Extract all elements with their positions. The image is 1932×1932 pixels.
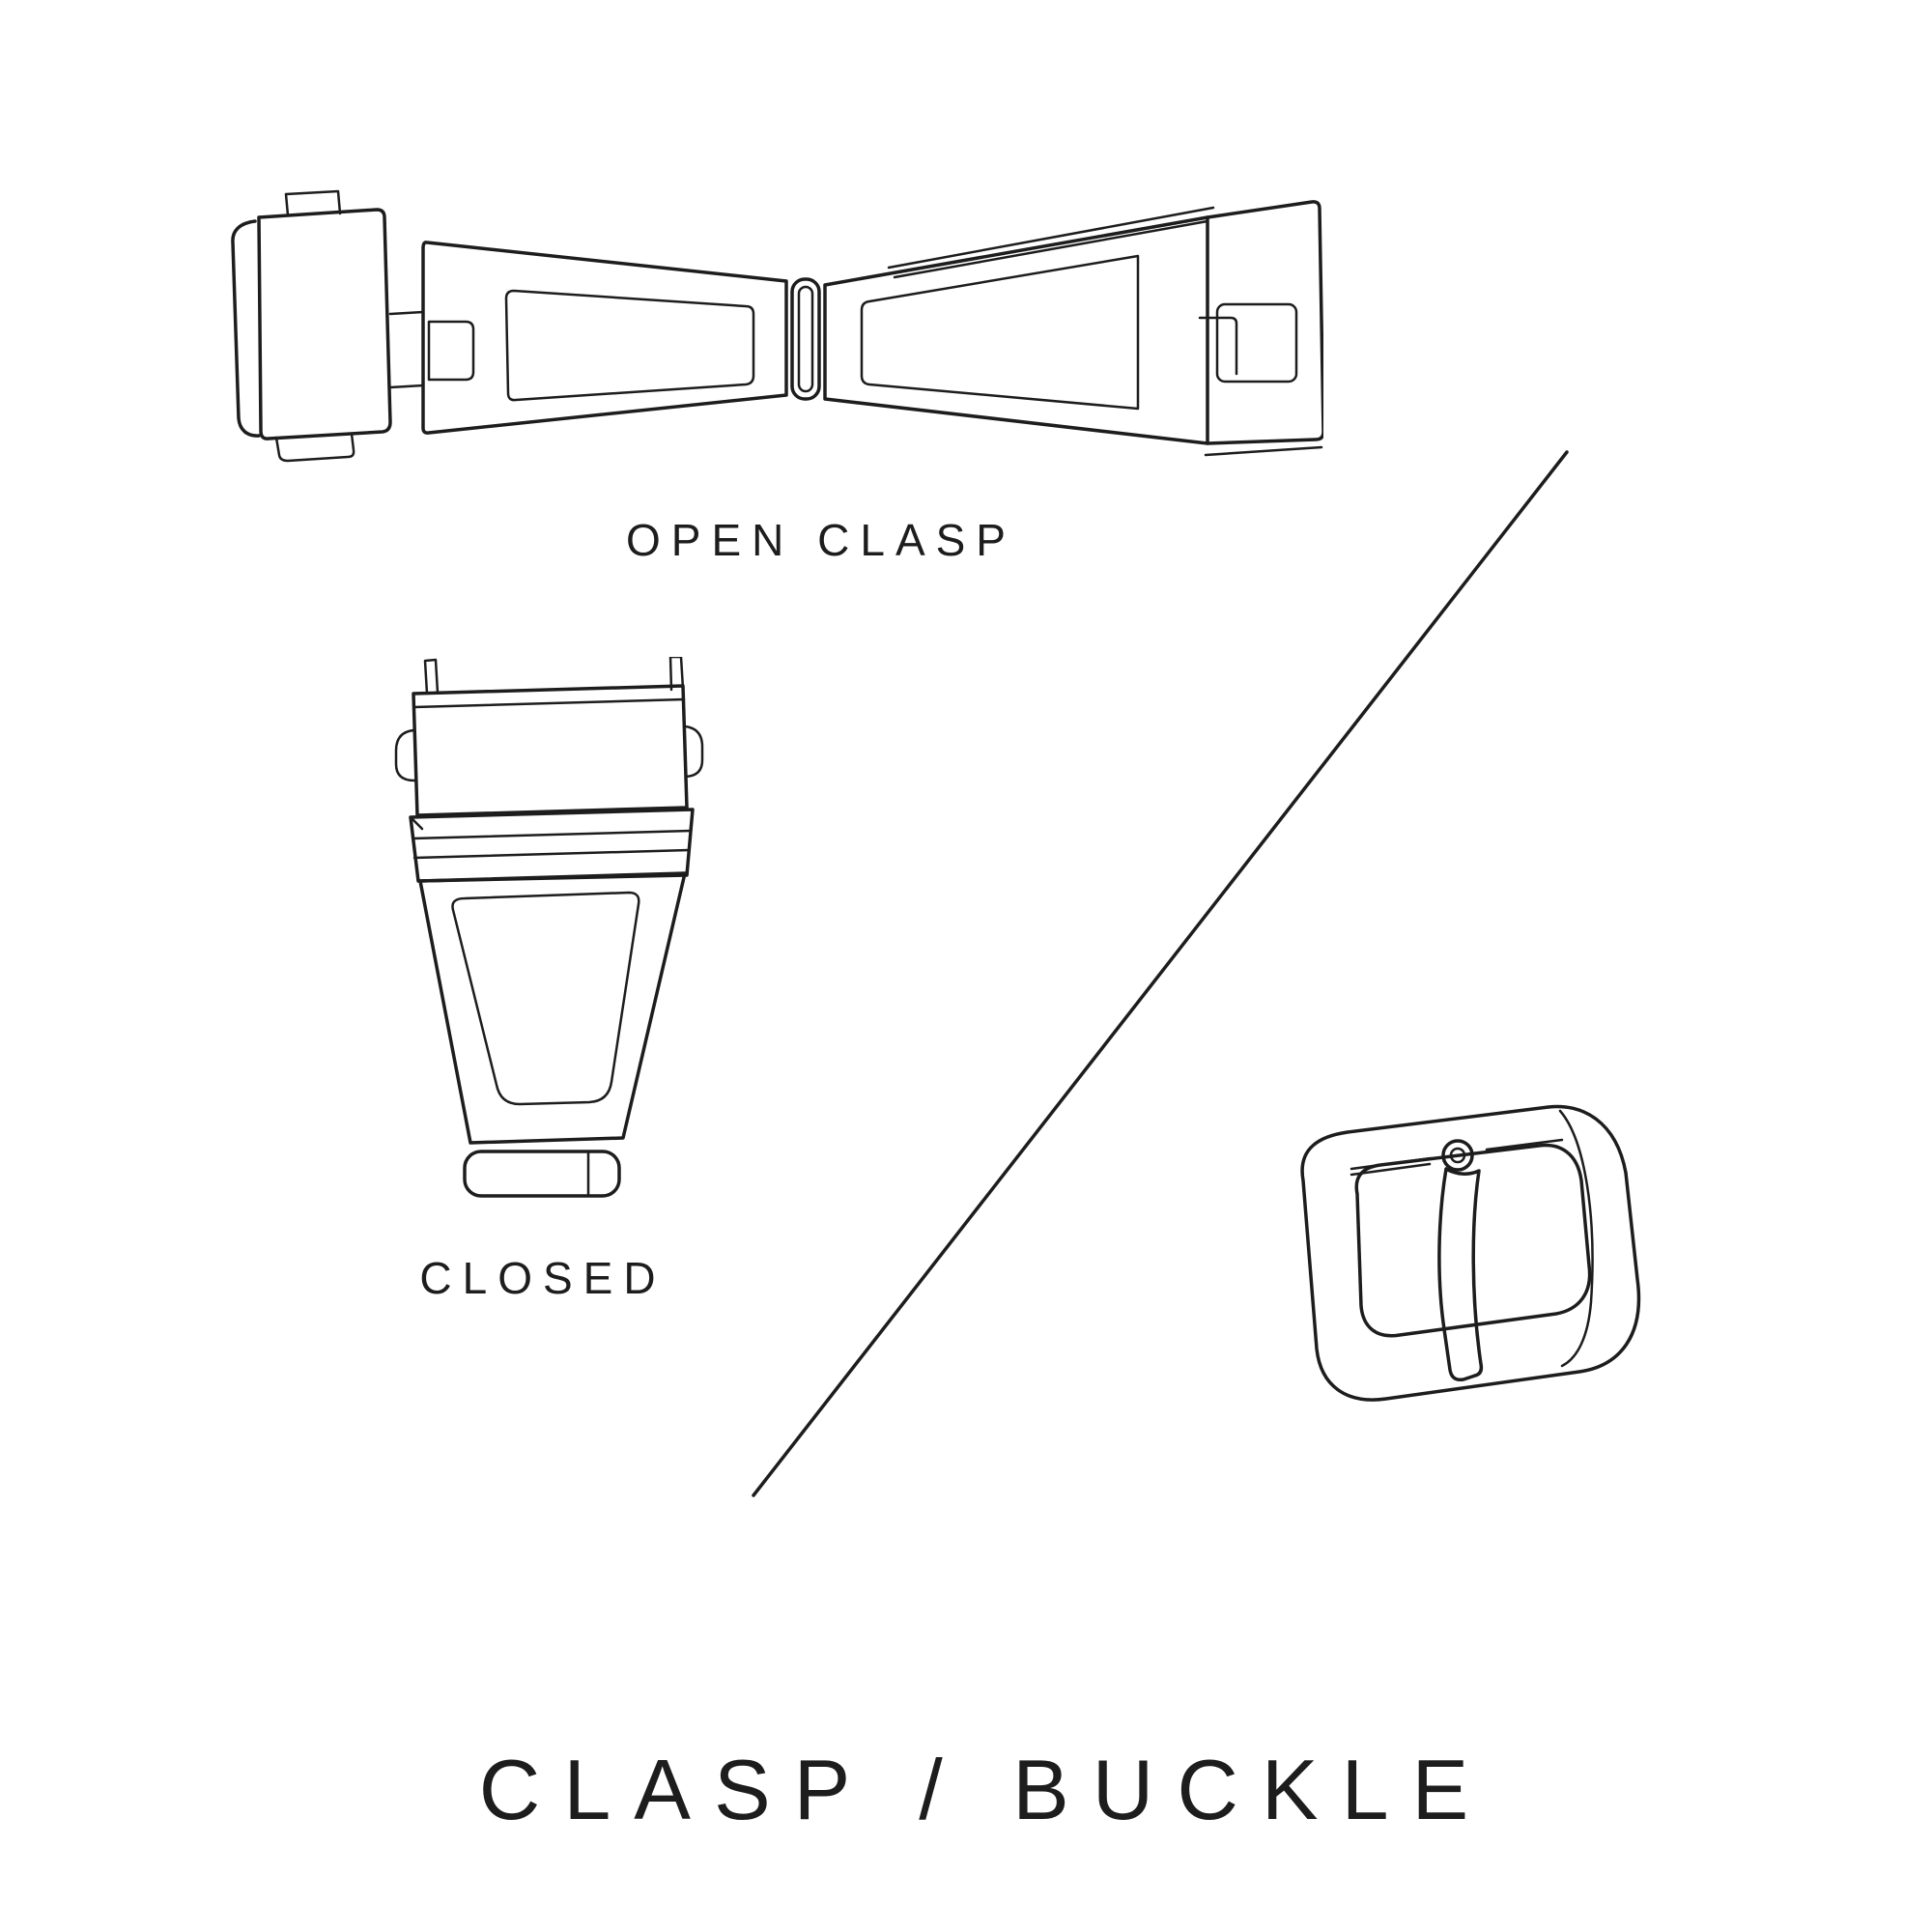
buckle-drawing: [1300, 1104, 1641, 1402]
closed-clasp-illustration: [382, 657, 710, 1217]
open-clasp-drawing: [231, 189, 1323, 463]
open-clasp-illustration: [213, 179, 1323, 497]
closed-label: CLOSED: [419, 1253, 667, 1303]
diagram-title: CLASP / BUCKLE: [478, 1742, 1492, 1837]
open-clasp-label: OPEN CLASP: [626, 515, 1016, 565]
buckle-illustration: [1241, 1080, 1666, 1466]
closed-clasp-drawing: [394, 657, 704, 1198]
